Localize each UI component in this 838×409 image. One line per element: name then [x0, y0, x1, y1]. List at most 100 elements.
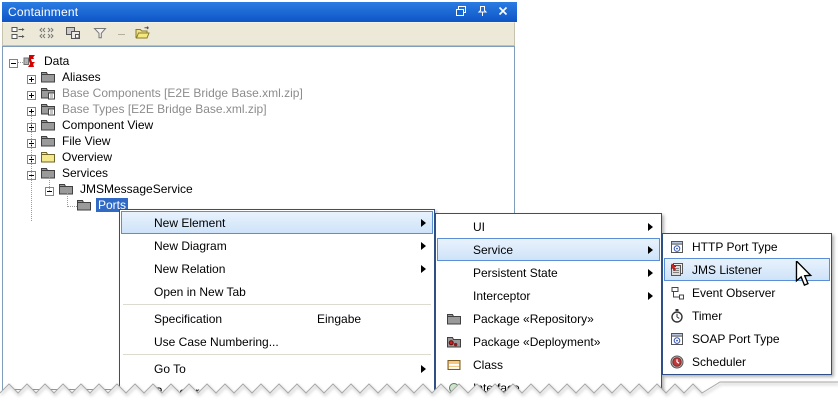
- menu-item-http-port-type[interactable]: HTTP Port Type: [664, 235, 830, 258]
- menu-item-event-observer[interactable]: Event Observer: [664, 281, 830, 304]
- menu-item-label: Specification: [154, 311, 223, 326]
- containment-panel-titlebar: Containment: [2, 2, 517, 22]
- soap-port-type-icon: [668, 331, 686, 347]
- tree-item-services[interactable]: Services: [3, 165, 514, 181]
- event-observer-icon: [668, 285, 686, 301]
- menu-item-label: Open in New Tab: [154, 284, 246, 299]
- menu-item-new-element[interactable]: New Element: [121, 211, 433, 234]
- menu-item-package-deployment[interactable]: Package «Deployment»: [437, 330, 660, 353]
- tree-item-base[interactable]: Base Types [E2E Bridge Base.xml.zip]: [3, 101, 514, 117]
- package-icon: [445, 311, 462, 327]
- menu-item-label: Interface: [473, 380, 520, 395]
- menu-item-interceptor[interactable]: Interceptor: [437, 284, 660, 307]
- tree-item-label: Ports: [96, 198, 129, 212]
- tree-item-label: JMSMessageService: [80, 182, 193, 196]
- submenu-arrow-icon: [421, 387, 426, 396]
- collapse-nodes-icon: [38, 25, 55, 44]
- folder-icon: [76, 197, 92, 213]
- expand-expander-icon[interactable]: [27, 89, 36, 100]
- menu-item-label: Refactor: [154, 384, 200, 399]
- tree-guide: [67, 206, 79, 207]
- float-window-icon: [454, 4, 468, 21]
- open-diagram-button[interactable]: [134, 25, 152, 43]
- menu-item-label: Package «Repository»: [473, 311, 594, 326]
- menu-item-label: New Element: [154, 215, 226, 230]
- tree-item-base[interactable]: Base Components [E2E Bridge Base.xml.zip…: [3, 85, 514, 101]
- menu-item-open-in-new-tab[interactable]: Open in New Tab: [121, 280, 433, 303]
- menu-item-label: New Relation: [154, 261, 226, 276]
- folder-icon: [40, 69, 56, 85]
- filter-button[interactable]: [91, 26, 109, 43]
- interface-icon: [445, 380, 462, 396]
- tree-indent: [3, 141, 27, 142]
- tree-item-ports[interactable]: Ports: [3, 197, 514, 213]
- menu-item-scheduler[interactable]: Scheduler: [664, 350, 830, 373]
- menu-item-label: Interceptor: [473, 288, 531, 303]
- folder-link-icon: [40, 85, 56, 101]
- pin-button[interactable]: [473, 5, 490, 20]
- menu-separator: [123, 304, 431, 307]
- tree-indent: [3, 173, 27, 174]
- tree-item-data[interactable]: Data: [3, 53, 514, 69]
- submenu-arrow-icon: [421, 218, 426, 227]
- tree-indent: [3, 189, 45, 190]
- menu-item-label: Service: [473, 242, 514, 257]
- class-icon: [445, 357, 462, 373]
- menu-item-service[interactable]: Service: [437, 238, 660, 261]
- menu-item-label: UI: [473, 219, 485, 234]
- tree-guide: [31, 113, 32, 221]
- menu-item-interface[interactable]: Interface: [437, 376, 660, 399]
- submenu-arrow-icon: [421, 364, 426, 373]
- package-deployment-icon: [445, 334, 462, 350]
- http-port-type-icon: [668, 239, 686, 255]
- menu-item-soap-port-type[interactable]: SOAP Port Type: [664, 327, 830, 350]
- menu-item-label: Class: [473, 357, 504, 372]
- float-window-button[interactable]: [452, 5, 469, 20]
- close-button[interactable]: [494, 5, 511, 20]
- pin-icon: [475, 4, 489, 21]
- menu-item-use-case-numbering[interactable]: Use Case Numbering...: [121, 330, 433, 353]
- collapse-expander-icon[interactable]: [9, 57, 18, 68]
- menu-item-label: JMS Listener: [692, 262, 763, 277]
- folder-yellow-icon: [40, 149, 56, 165]
- submenu-arrow-icon: [421, 264, 426, 273]
- menu-item-new-diagram[interactable]: New Diagram: [121, 234, 433, 257]
- tree-item-overview[interactable]: Overview: [3, 149, 514, 165]
- menu-item-jms-listener[interactable]: JMS Listener: [664, 258, 830, 281]
- menu-item-label: HTTP Port Type: [692, 239, 778, 254]
- tree-item-file[interactable]: File View: [3, 133, 514, 149]
- tree-guide: [18, 62, 27, 63]
- menu-item-timer[interactable]: Timer: [664, 304, 830, 327]
- menu-item-refactor[interactable]: Refactor: [121, 380, 433, 403]
- tree-item-label: Aliases: [62, 70, 101, 84]
- folder-icon: [40, 165, 56, 181]
- tree-indent: [3, 77, 27, 78]
- jms-listener-icon: [668, 262, 686, 278]
- menu-item-persistent-state[interactable]: Persistent State: [437, 261, 660, 284]
- expand-nodes-button[interactable]: [10, 26, 28, 43]
- expand-expander-icon[interactable]: [27, 73, 36, 84]
- menu-item-label: New Diagram: [154, 238, 227, 253]
- menu-item-class[interactable]: Class: [437, 353, 660, 376]
- close-icon: [496, 4, 510, 21]
- tree-item-aliases[interactable]: Aliases: [3, 69, 514, 85]
- folder-icon: [40, 117, 56, 133]
- tree-item-component[interactable]: Component View: [3, 117, 514, 133]
- tree-item-label: Base Types [E2E Bridge Base.xml.zip]: [62, 102, 267, 116]
- menu-item-new-relation[interactable]: New Relation: [121, 257, 433, 280]
- timer-icon: [668, 308, 686, 324]
- tree-item-jmsmessageservice[interactable]: JMSMessageService: [3, 181, 514, 197]
- grouping-button[interactable]: [64, 26, 82, 43]
- collapse-nodes-button[interactable]: [37, 26, 55, 43]
- submenu-arrow-icon: [648, 268, 653, 277]
- menu-item-go-to[interactable]: Go To: [121, 357, 433, 380]
- tree-item-label: Overview: [62, 150, 113, 164]
- menu-item-package-repository[interactable]: Package «Repository»: [437, 307, 660, 330]
- menu-item-ui[interactable]: UI: [437, 215, 660, 238]
- submenu-arrow-icon: [648, 245, 653, 254]
